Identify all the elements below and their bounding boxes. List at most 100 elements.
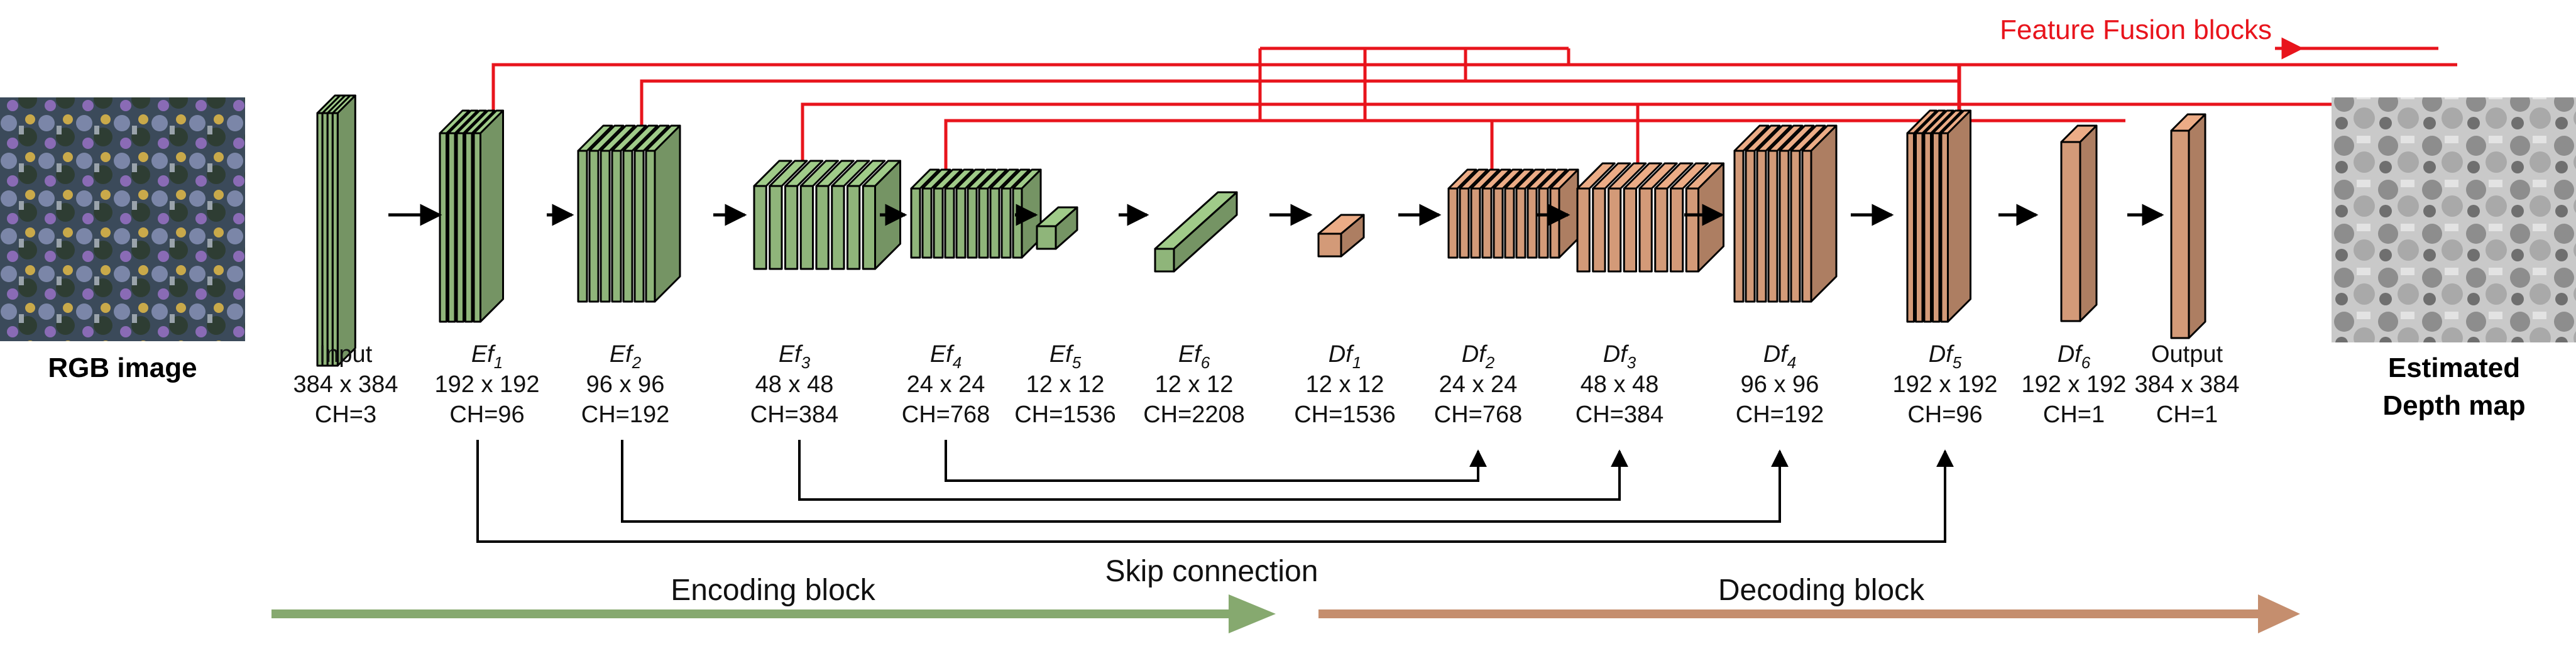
block-ef5: [1036, 206, 1078, 250]
block-name-output: Output: [2151, 341, 2223, 368]
block-size-ef2: 96 x 96: [586, 371, 665, 398]
block-name-text-df5: Df: [1929, 341, 1954, 368]
block-name-sub-df5: 5: [1953, 353, 1962, 372]
block-output: [2170, 113, 2206, 339]
block-name-sub-ef3: 3: [801, 353, 811, 372]
block-df3: [1576, 162, 1724, 273]
block-name-df2: Df2: [1462, 341, 1495, 372]
block-front-df6: [2060, 141, 2081, 322]
block-front-df5: [1906, 132, 1915, 323]
block-name-ef2: Ef2: [610, 341, 642, 372]
block-name-text-df1: Df: [1329, 341, 1354, 368]
block-name-input: Input: [319, 341, 373, 368]
block-ch-df5: CH=96: [1907, 402, 1982, 428]
block-input: [316, 94, 356, 367]
block-name-sub-df1: 1: [1352, 353, 1361, 372]
block-front-df3: [1576, 187, 1591, 273]
block-name-text-ef5: Ef: [1050, 341, 1074, 368]
block-side-output: [2188, 113, 2206, 339]
block-name-sub-df3: 3: [1627, 353, 1636, 372]
block-ch-ef5: CH=1536: [1014, 402, 1116, 428]
block-name-ef1: Ef1: [471, 341, 503, 372]
block-name-text-ef3: Ef: [779, 341, 803, 368]
block-df6: [2060, 124, 2098, 322]
block-size-ef1: 192 x 192: [435, 371, 540, 398]
block-front-ef3: [753, 185, 767, 270]
block-ef1: [439, 109, 504, 323]
block-name-text-df4: Df: [1763, 341, 1789, 368]
block-name-sub-ef6: 6: [1201, 353, 1210, 372]
skip-ef3-df3: [798, 440, 1628, 501]
block-ef3: [753, 160, 901, 270]
block-ef4: [910, 168, 1042, 259]
block-name-ef3: Ef3: [779, 341, 811, 372]
block-size-ef4: 24 x 24: [907, 371, 985, 398]
encoding-label: Encoding block: [671, 574, 876, 607]
block-front-df1: [1317, 232, 1342, 258]
block-ef2: [577, 124, 681, 303]
skip-ef4-df2: [945, 440, 1487, 482]
depth-output-image: [2332, 97, 2576, 342]
block-side-df5: [1947, 109, 1971, 323]
skip-ef1-df5: [476, 440, 1954, 543]
block-ch-ef3: CH=384: [750, 402, 838, 428]
block-df1: [1317, 214, 1365, 258]
block-ch-df3: CH=384: [1576, 402, 1663, 428]
block-ef6: [1154, 191, 1238, 273]
block-side-ef2: [654, 124, 681, 303]
decoding-label: Decoding block: [1718, 574, 1925, 607]
block-name-ef6: Ef6: [1178, 341, 1210, 372]
block-front-df2: [1447, 187, 1459, 259]
block-size-ef3: 48 x 48: [755, 371, 834, 398]
block-size-df6: 192 x 192: [2022, 371, 2127, 398]
skip-ef2-df4: [621, 440, 1789, 523]
block-front-output: [2170, 129, 2190, 339]
block-name-sub-ef1: 1: [494, 353, 503, 372]
feature-blocks: [316, 94, 2206, 367]
block-name-sub-ef4: 4: [953, 353, 962, 372]
block-size-df1: 12 x 12: [1306, 371, 1384, 398]
block-name-text-ef2: Ef: [610, 341, 634, 368]
block-side-df6: [2079, 124, 2098, 322]
block-name-df4: Df4: [1763, 341, 1796, 372]
block-ch-df2: CH=768: [1434, 402, 1522, 428]
block-size-df4: 96 x 96: [1741, 371, 1819, 398]
block-name-df6: Df6: [2058, 341, 2091, 372]
block-size-df5: 192 x 192: [1893, 371, 1998, 398]
block-ch-df4: CH=192: [1736, 402, 1824, 428]
encoding-arrow: [271, 594, 1276, 633]
block-side-input: [336, 94, 356, 367]
block-name-sub-df4: 4: [1787, 353, 1796, 372]
block-name-sub-ef5: 5: [1072, 353, 1082, 372]
block-name-ef5: Ef5: [1050, 341, 1082, 372]
block-size-output: 384 x 384: [2135, 371, 2240, 398]
block-front-ef4: [910, 187, 921, 259]
block-ch-input: CH=3: [315, 402, 376, 428]
block-front-ef2: [577, 150, 588, 303]
block-df5: [1906, 109, 1971, 323]
block-name-text-ef1: Ef: [471, 341, 496, 368]
block-ch-ef4: CH=768: [902, 402, 990, 428]
block-name-sub-ef2: 2: [632, 353, 642, 372]
block-ch-df1: CH=1536: [1294, 402, 1396, 428]
block-size-ef5: 12 x 12: [1026, 371, 1105, 398]
block-side-df4: [1810, 124, 1838, 303]
block-side-ef1: [480, 109, 504, 323]
block-ch-df6: CH=1: [2043, 402, 2105, 428]
block-name-text-df3: Df: [1603, 341, 1629, 368]
block-name-sub-df2: 2: [1485, 353, 1495, 372]
block-size-df3: 48 x 48: [1581, 371, 1659, 398]
block-front-ef6: [1154, 248, 1175, 273]
block-name-df3: Df3: [1603, 341, 1636, 372]
block-ch-ef6: CH=2208: [1143, 402, 1245, 428]
block-name-df5: Df5: [1929, 341, 1962, 372]
block-name-text-df2: Df: [1462, 341, 1488, 368]
block-ch-ef1: CH=96: [449, 402, 524, 428]
block-size-df2: 24 x 24: [1439, 371, 1518, 398]
feature-fusion-label: Feature Fusion blocks: [2000, 14, 2272, 45]
depth-caption-line2: Depth map: [2382, 390, 2525, 421]
block-size-input: 384 x 384: [293, 371, 398, 398]
block-ch-output: CH=1: [2156, 402, 2218, 428]
